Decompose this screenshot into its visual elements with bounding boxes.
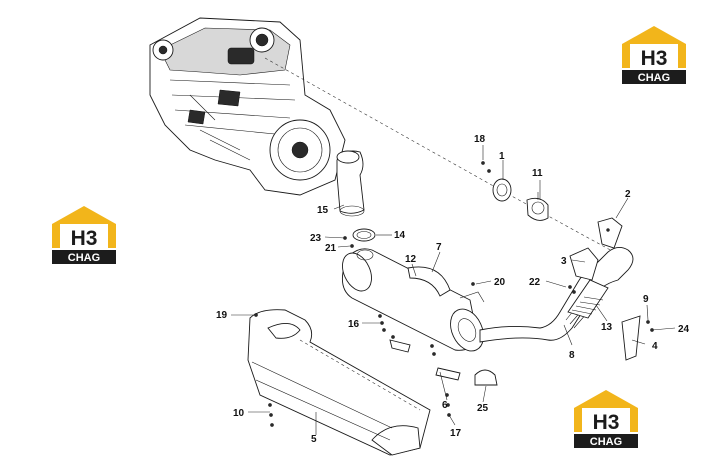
callout-14: 14	[394, 230, 406, 241]
pipe-flange	[492, 178, 512, 202]
callout-13: 13	[601, 322, 613, 333]
callout-15: 15	[317, 205, 329, 216]
callout-9: 9	[643, 294, 649, 305]
callout-labels: 1 2 3 4 5 6 7 8 9 10 11 12 13 14 15 16 1…	[216, 134, 690, 445]
clamp-ring	[352, 228, 376, 242]
callout-23: 23	[310, 233, 322, 244]
logo-mark: H3	[593, 411, 620, 434]
callout-18: 18	[474, 134, 486, 145]
brand-logo: H3 CHAG	[572, 388, 640, 450]
callout-11: 11	[532, 168, 543, 179]
muffler-illustration	[341, 248, 498, 386]
callout-24: 24	[678, 324, 690, 335]
callout-8: 8	[569, 350, 575, 361]
callout-22: 22	[529, 277, 541, 288]
brand-logo: H3 CHAG	[620, 24, 688, 86]
heat-shield-illustration	[247, 309, 431, 456]
logo-block	[630, 44, 678, 68]
callout-5: 5	[311, 434, 317, 445]
callout-21: 21	[325, 243, 337, 254]
callout-1: 1	[499, 151, 505, 162]
callout-7: 7	[436, 242, 442, 253]
logo-block	[60, 224, 108, 248]
callout-10: 10	[233, 408, 245, 419]
logo-block	[582, 408, 630, 432]
brand-logo-icon: H3 CHAG	[574, 390, 638, 448]
callout-3: 3	[561, 256, 567, 267]
engine-illustration	[149, 17, 346, 196]
logo-mark: H3	[641, 47, 668, 70]
logo-label: CHAG	[638, 72, 670, 84]
leader-lines	[231, 145, 676, 435]
rear-bracket	[621, 315, 641, 361]
logo-label: CHAG	[68, 252, 100, 264]
brand-logo-icon: H3 CHAG	[622, 26, 686, 84]
callout-2: 2	[625, 189, 631, 200]
logo-band	[574, 434, 638, 448]
callout-17: 17	[450, 428, 462, 439]
exhaust-clamp	[526, 197, 549, 221]
brand-logo: H3 CHAG	[50, 204, 118, 266]
callout-16: 16	[348, 319, 360, 330]
support-bracket	[569, 247, 599, 281]
logo-band	[622, 70, 686, 84]
logo-band	[52, 250, 116, 264]
callout-25: 25	[477, 403, 489, 414]
callout-4: 4	[652, 341, 658, 352]
logo-label: CHAG	[590, 436, 622, 448]
callout-19: 19	[216, 310, 228, 321]
callout-12: 12	[405, 254, 417, 265]
brand-logo-icon: H3 CHAG	[52, 206, 116, 264]
upper-bracket	[597, 217, 623, 249]
logo-mark: H3	[71, 227, 98, 250]
callout-20: 20	[494, 277, 506, 288]
tailpipe-elbow	[336, 150, 365, 217]
callout-6: 6	[442, 400, 448, 411]
